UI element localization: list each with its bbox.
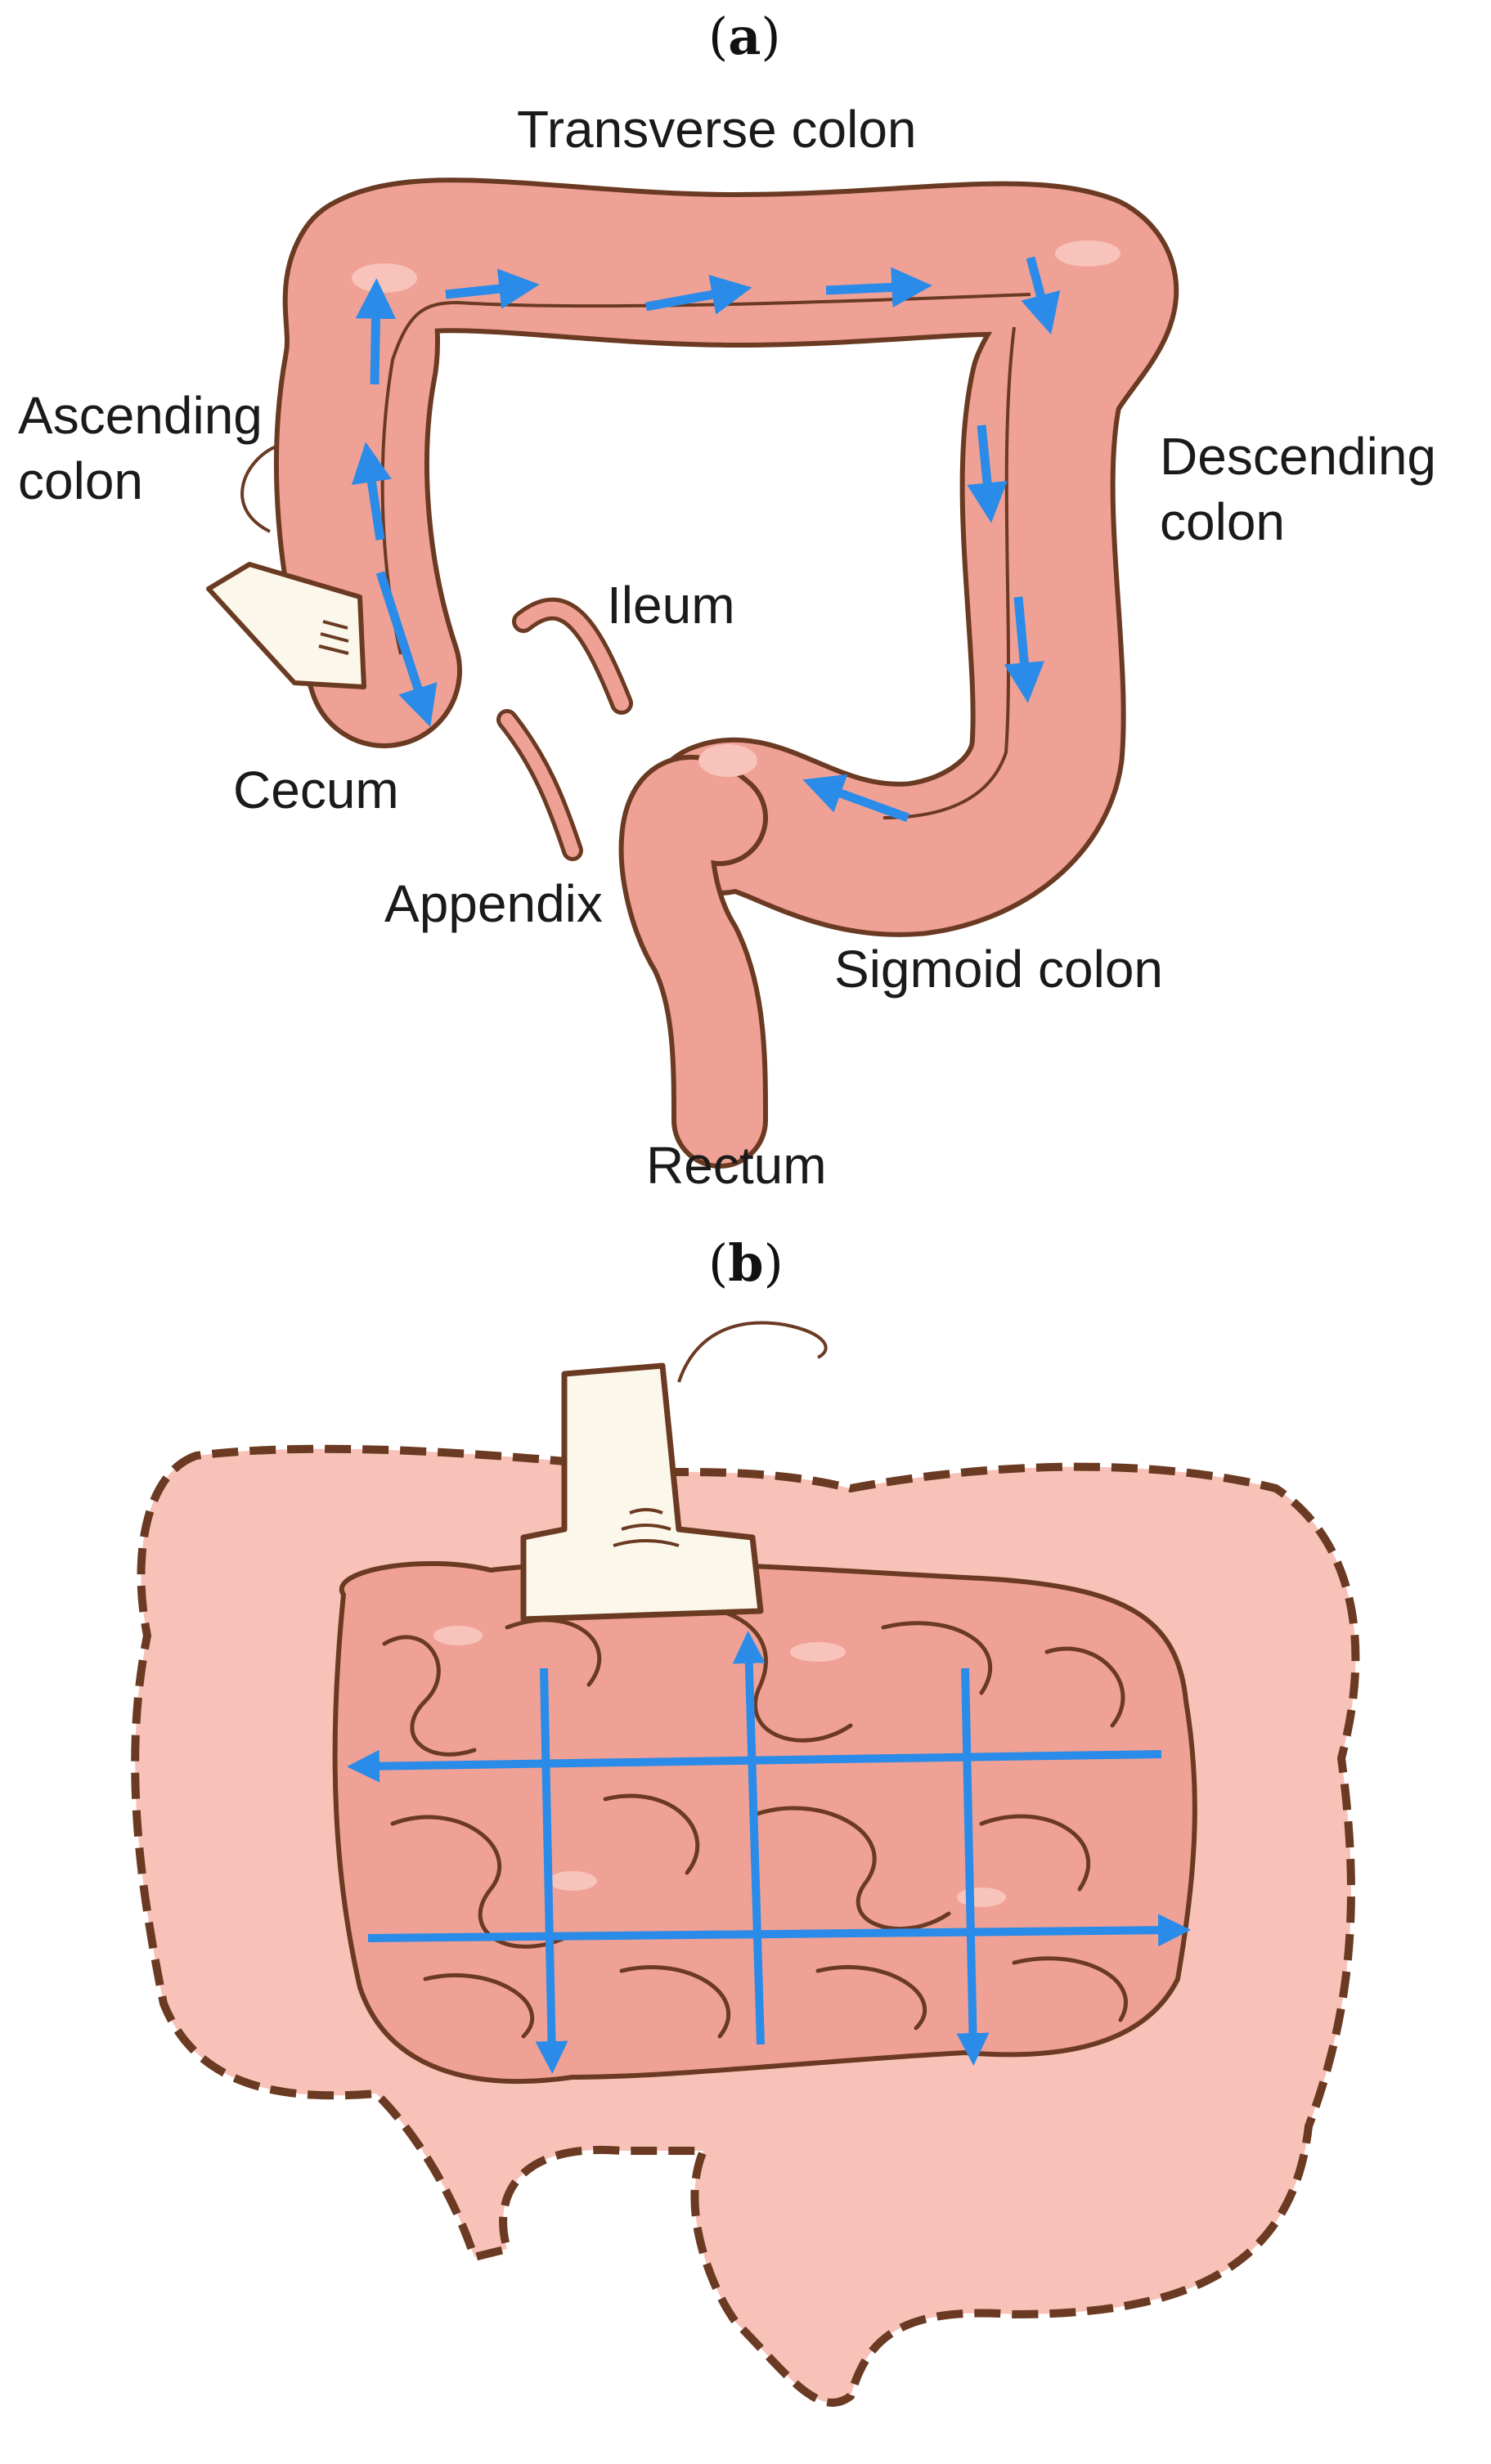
large-intestine-a <box>274 177 1179 1169</box>
label-descending-colon: Descending colon <box>1160 427 1436 551</box>
arrow-transverse-1 <box>445 268 540 309</box>
panel-a-illustration <box>206 177 1179 1169</box>
arrow-descending-1 <box>967 424 1008 523</box>
panel-b-label: (b) <box>708 1233 784 1293</box>
arrow-ascending-2 <box>355 278 397 385</box>
label-sigmoid-colon: Sigmoid colon <box>834 940 1163 999</box>
arrow-cecum <box>375 571 438 727</box>
small-intestine-b <box>332 1560 1197 2085</box>
flow-arrows-a <box>351 256 1061 823</box>
arrow-ascending-1 <box>351 442 392 541</box>
arrow-horizontal-bottom <box>367 1914 1191 1947</box>
label-cecum: Cecum <box>233 761 399 819</box>
scan-arrows-b <box>347 1631 1191 2074</box>
label-rectum: Rectum <box>646 1136 827 1195</box>
arrow-vertical-left <box>535 1667 568 2074</box>
arrow-descending-2 <box>1004 596 1044 703</box>
arrow-horizontal-top <box>347 1749 1162 1783</box>
label-appendix: Appendix <box>384 874 603 933</box>
arrow-vertical-right <box>956 1667 990 2066</box>
arrow-transverse-2 <box>645 274 752 315</box>
ultrasound-probe-b-icon <box>520 1321 828 1622</box>
arrow-transverse-3 <box>825 267 932 308</box>
arrow-sigmoid <box>802 774 909 823</box>
label-ileum: Ileum <box>607 576 735 635</box>
panel-a-label: (a) <box>708 7 781 66</box>
arrow-hepatic-turn <box>1021 256 1061 335</box>
arrow-vertical-middle <box>732 1631 766 2045</box>
label-ascending-colon: Ascending colon <box>18 386 263 510</box>
label-transverse-colon: Transverse colon <box>517 100 917 159</box>
ultrasound-probe-a-icon <box>206 444 366 689</box>
